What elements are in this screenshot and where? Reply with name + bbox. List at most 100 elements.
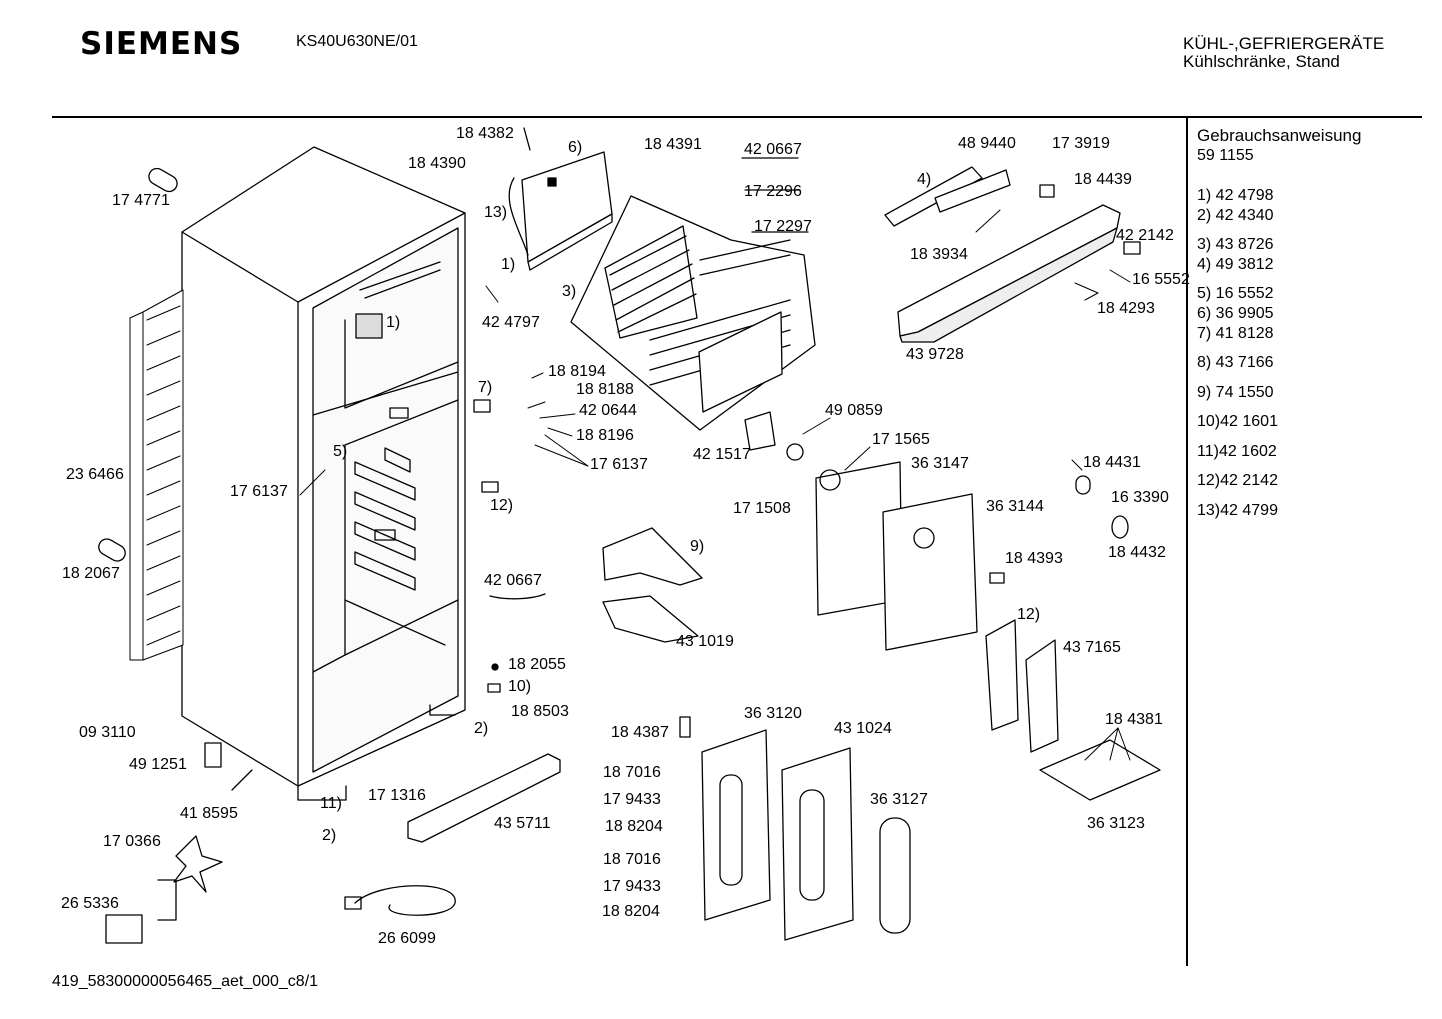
part-label: 17 1508 xyxy=(733,500,791,517)
part-label: 18 4387 xyxy=(611,724,669,741)
part-label: 1) xyxy=(386,314,401,331)
part-label: 42 0644 xyxy=(579,402,637,419)
condenser-coil xyxy=(130,290,183,660)
part-label: 42 4797 xyxy=(482,314,540,331)
part-label: 17 1565 xyxy=(872,431,930,448)
part-label: 7) xyxy=(478,379,493,396)
part-label: 23 6466 xyxy=(66,466,124,483)
fridge-cabinet xyxy=(182,147,465,800)
evaporator-assembly xyxy=(571,196,815,430)
front-kickplate xyxy=(408,754,560,842)
power-cord xyxy=(345,886,455,916)
part-label: 43 7165 xyxy=(1063,639,1121,656)
part-label: 10) xyxy=(508,678,532,695)
part-label: 17 0366 xyxy=(103,833,161,850)
document-code: 419_58300000056465_aet_000_c8/1 xyxy=(52,973,319,990)
part-label: 17 9433 xyxy=(603,878,661,895)
part-label: 42 0667 xyxy=(484,572,542,589)
part-label: 18 4381 xyxy=(1105,711,1163,728)
part-label: 49 0859 xyxy=(825,402,883,419)
door-shelves xyxy=(986,620,1160,800)
part-label: 26 6099 xyxy=(378,930,436,947)
part-label: 42 1517 xyxy=(693,446,751,463)
part-label: 18 4393 xyxy=(1005,550,1063,567)
part-label: 4) xyxy=(917,171,932,188)
part-label: 11) xyxy=(320,795,342,812)
part-label: 09 3110 xyxy=(79,724,136,741)
part-label: 42 2142 xyxy=(1116,227,1174,244)
manual-label: Gebrauchsanweisung xyxy=(1197,126,1362,145)
part-label: 17 2297 xyxy=(754,218,812,235)
part-label: 18 8503 xyxy=(511,703,569,720)
drain-tray xyxy=(603,528,702,642)
part-label: 18 2067 xyxy=(62,565,120,582)
part-label: 43 5711 xyxy=(494,815,551,832)
part-label: 36 3120 xyxy=(744,705,802,722)
evaporator-frame xyxy=(509,128,612,270)
part-label: 17 4771 xyxy=(112,192,170,209)
legend-item: 4) 49 3812 xyxy=(1197,256,1274,273)
part-label: 16 5552 xyxy=(1132,271,1190,288)
part-label: 36 3123 xyxy=(1087,815,1145,832)
control-panel xyxy=(885,167,1120,342)
part-label: 17 6137 xyxy=(230,483,288,500)
category-title: KÜHL-,GEFRIERGERÄTE xyxy=(1183,34,1385,53)
part-label: 48 9440 xyxy=(958,135,1016,152)
part-label: 5) xyxy=(333,443,348,460)
part-label: 18 4391 xyxy=(644,136,702,153)
header-divider xyxy=(52,116,1422,118)
part-label: 2) xyxy=(322,827,337,844)
part-label: 18 4390 xyxy=(408,155,466,172)
manual-number: 59 1155 xyxy=(1197,147,1254,164)
fan-motor xyxy=(106,836,222,943)
legend-item: 8) 43 7166 xyxy=(1197,354,1274,371)
legend-item: 12)42 2142 xyxy=(1197,472,1278,489)
part-label: 2) xyxy=(474,720,489,737)
part-label: 3) xyxy=(562,283,577,300)
part-label: 42 0667 xyxy=(744,141,802,158)
part-label: 18 8188 xyxy=(576,381,634,398)
part-label: 18 4431 xyxy=(1083,454,1141,471)
door-inner-panels xyxy=(702,730,910,940)
part-label: 12) xyxy=(490,497,514,514)
legend-item: 9) 74 1550 xyxy=(1197,384,1274,401)
sidebar-divider xyxy=(1186,118,1188,966)
part-label: 18 3934 xyxy=(910,246,968,263)
legend-item: 3) 43 8726 xyxy=(1197,236,1274,253)
part-label: 43 1024 xyxy=(834,720,892,737)
part-label: 1) xyxy=(501,256,516,273)
part-label: 36 3144 xyxy=(986,498,1044,515)
legend-item: 13)42 4799 xyxy=(1197,502,1278,519)
part-label: 18 8204 xyxy=(602,903,660,920)
part-label: 18 8194 xyxy=(548,363,606,380)
legend-item: 7) 41 8128 xyxy=(1197,325,1274,342)
part-label: 18 7016 xyxy=(603,764,661,781)
part-label: 16 3390 xyxy=(1111,489,1169,506)
legend-item: 6) 36 9905 xyxy=(1197,305,1274,322)
part-label: 18 8196 xyxy=(576,427,634,444)
category-subtitle: Kühlschränke, Stand xyxy=(1183,52,1340,71)
part-label: 18 4382 xyxy=(456,125,514,142)
part-label: 18 4293 xyxy=(1097,300,1155,317)
part-label: 41 8595 xyxy=(180,805,238,822)
part-label: 13) xyxy=(484,204,508,221)
part-label: 26 5336 xyxy=(61,895,119,912)
part-label: 18 2055 xyxy=(508,656,566,673)
part-label: 36 3147 xyxy=(911,455,969,472)
part-label: 36 3127 xyxy=(870,791,928,808)
part-label: 18 4432 xyxy=(1108,544,1166,561)
legend-item: 1) 42 4798 xyxy=(1197,187,1274,204)
part-label: 17 6137 xyxy=(590,456,648,473)
legend-item: 11)42 1602 xyxy=(1197,443,1277,460)
part-label: 17 3919 xyxy=(1052,135,1110,152)
fan-cover xyxy=(816,462,977,650)
legend-item: 5) 16 5552 xyxy=(1197,285,1274,302)
part-label: 43 1019 xyxy=(676,633,734,650)
part-label: 43 9728 xyxy=(906,346,964,363)
part-label: 17 9433 xyxy=(603,791,661,808)
brand-logo: SIEMENS xyxy=(80,26,243,62)
small-parts xyxy=(96,158,1140,790)
legend-item: 10)42 1601 xyxy=(1197,413,1278,430)
part-label: 49 1251 xyxy=(129,756,187,773)
